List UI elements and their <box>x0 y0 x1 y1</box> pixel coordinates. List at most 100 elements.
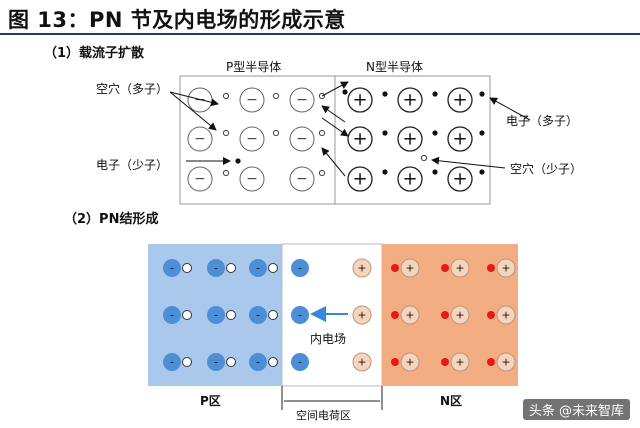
acceptor-minus-sign: − <box>246 131 258 147</box>
n-semiconductor-label: N型半导体 <box>366 60 423 74</box>
electron-minority-label: 电子（少子） <box>96 158 169 172</box>
p-acceptor-ion <box>289 87 315 113</box>
acceptor-minus-sign: - <box>256 356 260 369</box>
pointer-hole-minority <box>431 156 506 169</box>
diffusion-arrow-electron-1 <box>321 105 346 123</box>
acceptor-minus-sign: - <box>214 262 218 275</box>
acceptor-minus-sign: - <box>256 262 260 275</box>
hole-dot <box>318 169 326 177</box>
donor-plus-sign: + <box>452 169 467 190</box>
donor-plus-sign: + <box>402 169 417 190</box>
donor-plus-sign: + <box>455 309 464 322</box>
p-acceptor-ion <box>207 306 225 324</box>
acceptor-minus-sign: - <box>256 309 260 322</box>
acceptor-minus-sign: − <box>194 131 206 147</box>
hole-dot <box>182 357 192 367</box>
n-donor-ion <box>347 166 373 192</box>
donor-plus-sign: + <box>405 356 414 369</box>
n-donor-ion <box>496 352 516 372</box>
donor-plus-sign: + <box>352 90 367 111</box>
title-rule <box>0 33 640 35</box>
donor-plus-sign: + <box>402 90 417 111</box>
donor-plus-sign: + <box>405 309 414 322</box>
acceptor-minus-sign: − <box>296 131 308 147</box>
acceptor-minus-sign: − <box>296 92 308 108</box>
n-donor-ion <box>397 87 423 113</box>
hole-dot <box>226 310 236 320</box>
n-donor-ion <box>450 352 470 372</box>
electron-dot <box>479 130 485 136</box>
p-acceptor-ion <box>249 353 267 371</box>
electron-dot <box>382 91 388 97</box>
n-donor-ion <box>447 166 473 192</box>
n-donor-ion <box>347 87 373 113</box>
depletion-donor-ion <box>352 258 372 278</box>
depletion-donor-ion <box>352 352 372 372</box>
acceptor-minus-sign: - <box>298 309 302 322</box>
n-donor-ion <box>400 258 420 278</box>
electron-dot <box>382 169 388 175</box>
donor-plus-sign: + <box>501 309 510 322</box>
acceptor-minus-sign: − <box>246 171 258 187</box>
hole-dot <box>226 357 236 367</box>
acceptor-minus-sign: - <box>170 262 174 275</box>
depletion-donor-ion <box>352 305 372 325</box>
minority-hole-dot <box>420 154 428 162</box>
figure-title: 图 13：PN 节及内电场的形成示意 <box>8 8 346 32</box>
n-donor-ion <box>397 126 423 152</box>
hole-dot <box>268 263 278 273</box>
pointer-electron-majority <box>489 97 531 121</box>
hole-dot <box>272 92 280 100</box>
acceptor-minus-sign: - <box>170 309 174 322</box>
n-donor-ion <box>496 258 516 278</box>
n-donor-ion <box>400 305 420 325</box>
diffusion-arrow-electron-2 <box>321 147 346 177</box>
n-donor-ion <box>400 352 420 372</box>
watermark: 头条 @未来智库 <box>522 399 630 420</box>
donor-plus-sign: + <box>357 309 366 322</box>
hole-minority-label: 空穴（少子） <box>510 162 583 176</box>
p-acceptor-ion <box>289 126 315 152</box>
electron-dot <box>441 311 449 319</box>
donor-plus-sign: + <box>352 169 367 190</box>
p-acceptor-ion <box>207 259 225 277</box>
hole-dot <box>318 129 326 137</box>
pointer-hole-majority-b <box>169 91 217 131</box>
hole-dot <box>272 129 280 137</box>
hole-majority-label: 空穴（多子） <box>96 82 169 96</box>
diffusion-arrow-hole-1 <box>321 81 349 97</box>
n-donor-ion <box>496 305 516 325</box>
electron-dot <box>391 358 399 366</box>
n-donor-ion <box>347 126 373 152</box>
hole-dot <box>268 357 278 367</box>
diffusion-arrow-hole-2 <box>321 117 349 137</box>
n-donor-ion <box>447 126 473 152</box>
donor-plus-sign: + <box>501 356 510 369</box>
hole-dot <box>182 263 192 273</box>
depletion-region-label: 空间电荷区 <box>296 409 351 422</box>
p-acceptor-ion <box>163 306 181 324</box>
p-acceptor-ion <box>289 166 315 192</box>
n-donor-ion <box>397 166 423 192</box>
n-region-label: N区 <box>440 394 463 408</box>
depletion-acceptor-ion <box>291 259 309 277</box>
electron-dot <box>441 358 449 366</box>
electron-dot <box>441 264 449 272</box>
p-acceptor-ion <box>163 353 181 371</box>
donor-plus-sign: + <box>405 262 414 275</box>
hole-dot <box>222 129 230 137</box>
p-acceptor-ion <box>249 259 267 277</box>
electron-dot <box>432 130 438 136</box>
hole-dot <box>222 92 230 100</box>
pointer-hole-majority-a <box>169 91 219 107</box>
donor-plus-sign: + <box>501 262 510 275</box>
p-region-label: P区 <box>200 394 221 408</box>
n-donor-ion <box>450 305 470 325</box>
electron-dot <box>432 91 438 97</box>
acceptor-minus-sign: - <box>214 309 218 322</box>
section1-heading: （1）载流子扩散 <box>44 46 145 61</box>
n-donor-ion <box>447 87 473 113</box>
donor-plus-sign: + <box>357 356 366 369</box>
acceptor-minus-sign: - <box>298 356 302 369</box>
hole-dot <box>182 310 192 320</box>
